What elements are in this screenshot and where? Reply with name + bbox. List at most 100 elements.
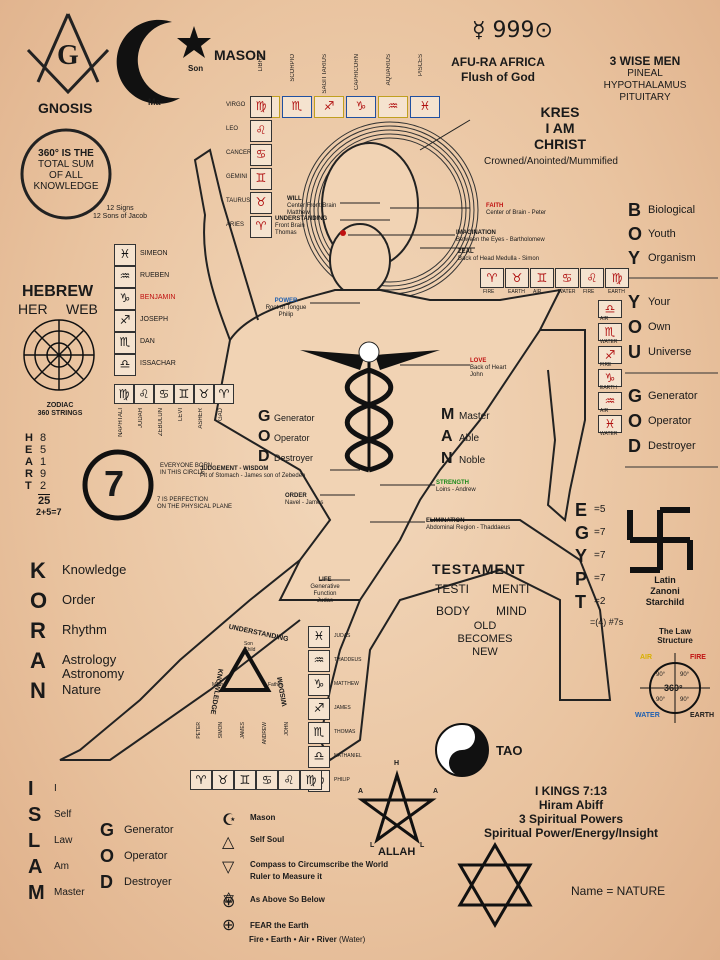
- will-sub1: Center Front Brain: [287, 203, 337, 209]
- latin-block: Latin Zanoni Starchild: [630, 575, 700, 608]
- faith-label: FAITH Center of Brain - Peter: [486, 203, 546, 217]
- you-word: Own: [648, 321, 671, 333]
- egypt-letter: P: [575, 569, 588, 589]
- zodiac-top-label: CAPRICORN: [354, 54, 360, 91]
- apostle-cell: ♑: [308, 674, 330, 696]
- tri-mother: Mother: [212, 682, 228, 688]
- law-q2: 90°: [680, 672, 690, 678]
- power-sub1: Root of Tongue: [265, 305, 307, 311]
- son-bottom-name: ASHER: [198, 408, 204, 429]
- seven-note2b: ON THE PHYSICAL PLANE: [157, 504, 233, 510]
- zodiac-right-col-label: WATER: [600, 339, 618, 345]
- son-name: JOSEPH: [140, 316, 169, 323]
- legend-river: River: [316, 935, 337, 944]
- zodiac-right-row-label: FIRE: [583, 289, 595, 295]
- zodiac-top-label: AQUARIUS: [386, 54, 392, 86]
- zodiac-label: ZODIAC: [46, 402, 74, 409]
- zodiac-right-row-label: FIRE: [483, 289, 495, 295]
- law-title1: The Law: [658, 627, 691, 636]
- seven-note2: 7 IS PERFECTION ON THE PHYSICAL PLANE: [157, 497, 232, 511]
- koran-word: Order: [62, 592, 96, 607]
- koran-word: Rhythm: [62, 622, 107, 637]
- son-bottom-name: NAPHTALI: [118, 408, 124, 437]
- egypt-value: =2: [594, 596, 606, 607]
- understanding-label: UNDERSTANDING Front Brain Thomas: [275, 216, 327, 237]
- apostle-cell: ♏: [308, 722, 330, 744]
- zodiac-left-label: GEMINI: [226, 174, 248, 180]
- heart-letter: R: [25, 468, 33, 480]
- power: POWER: [274, 298, 298, 304]
- heart-total: 25: [38, 494, 51, 507]
- man-letter: N: [441, 450, 453, 467]
- testament-title: TESTAMENT: [432, 561, 526, 577]
- heart-number: 8: [40, 432, 47, 444]
- apostle-bottom-name: JOHN: [284, 722, 290, 736]
- law-q1: 90°: [656, 672, 666, 678]
- son-name: BENJAMIN: [140, 294, 176, 301]
- law-water: WATER: [635, 712, 660, 719]
- knowledge-circle-text: 360° IS THE TOTAL SUM OF ALL KNOWLEDGE: [26, 148, 106, 192]
- imag-sub: Between the Eyes - Bartholomew: [456, 237, 545, 243]
- life-label: LIFE Generative Function Judas: [300, 577, 350, 605]
- islam-word: Law: [54, 835, 73, 846]
- god_right-word: Destroyer: [648, 440, 696, 452]
- square-compass-icon: [26, 13, 110, 95]
- heart-number: 9: [40, 468, 47, 480]
- star-icon: [177, 26, 211, 58]
- love: LOVE: [470, 358, 487, 364]
- law-fire: FIRE: [690, 654, 706, 661]
- tri-son: Son: [244, 641, 253, 647]
- god-bottom-word: Operator: [124, 850, 168, 862]
- allah-h: H: [394, 760, 400, 767]
- allah-a2: A: [433, 788, 439, 795]
- three-wise-label: 3 WISE MEN: [609, 54, 681, 68]
- will: WILL: [287, 196, 302, 202]
- zodiac-top-cell: ♏: [282, 96, 312, 118]
- life-sub2: Judas: [316, 598, 333, 604]
- zodiac-right-col-label: WATER: [600, 431, 618, 437]
- understanding: UNDERSTANDING: [275, 216, 328, 222]
- heart-number: 5: [40, 444, 47, 456]
- law-deg: 360°: [664, 683, 683, 693]
- zodiac-right-row-label: AIR: [533, 289, 542, 295]
- son-bottom-name: LEVI: [178, 408, 184, 422]
- man-word: Master: [459, 411, 490, 422]
- egypt-value: =7: [594, 527, 606, 538]
- law-air: AIR: [640, 654, 653, 661]
- legend-item: As Above So Below: [250, 895, 325, 904]
- legend-icon: ⊕: [222, 915, 236, 934]
- zodiac-top-label: SCORPIO: [290, 54, 296, 82]
- you-word: Your: [648, 296, 671, 308]
- legend-icon: ▽: [222, 857, 235, 876]
- apostle-name: THADDEUS: [334, 657, 362, 663]
- zodiac-right-col-cell: ♒: [598, 392, 622, 410]
- zodiac-right-col-cell: ♑: [598, 369, 622, 387]
- islam-letter: I: [28, 778, 34, 800]
- apostle-bottom-cell: ♈: [190, 770, 212, 790]
- seven-note1b: IN THIS CIRCLE: [160, 470, 205, 476]
- order-label: ORDER Navel - James: [285, 493, 323, 507]
- son-bottom-name: GAD: [218, 408, 224, 422]
- heart-letter: A: [25, 456, 33, 468]
- will-label: WILL Center Front Brain Matthew: [287, 196, 336, 217]
- boy-word: Organism: [648, 252, 696, 264]
- becomes-label: BECOMES: [457, 633, 513, 645]
- apostle-name: JUDAS: [334, 633, 351, 639]
- apostle-bottom-name: SIMON: [218, 722, 224, 739]
- twelve-line2: 12 Sons of Jacob: [92, 213, 148, 220]
- knowledge-circle: [20, 128, 112, 220]
- latin-line1: Latin: [654, 575, 676, 585]
- koran-letter: K: [30, 558, 46, 583]
- apostle-cell: ♎: [308, 746, 330, 768]
- legend-icon: ✡: [222, 889, 236, 908]
- legend-water: (Water): [338, 935, 366, 944]
- heart-letter: E: [25, 444, 33, 456]
- power-label: POWER Root of Tongue Philip: [262, 298, 310, 319]
- g-letter: G: [57, 40, 79, 71]
- god_right-word: Generator: [648, 390, 698, 402]
- zodiac-right-row-cell: ♌: [580, 268, 604, 288]
- twelve-line1: 12 Signs: [106, 205, 134, 212]
- you-word: Universe: [648, 346, 692, 358]
- legend-item: Mason: [250, 813, 276, 822]
- egypt-value: =7: [594, 550, 606, 561]
